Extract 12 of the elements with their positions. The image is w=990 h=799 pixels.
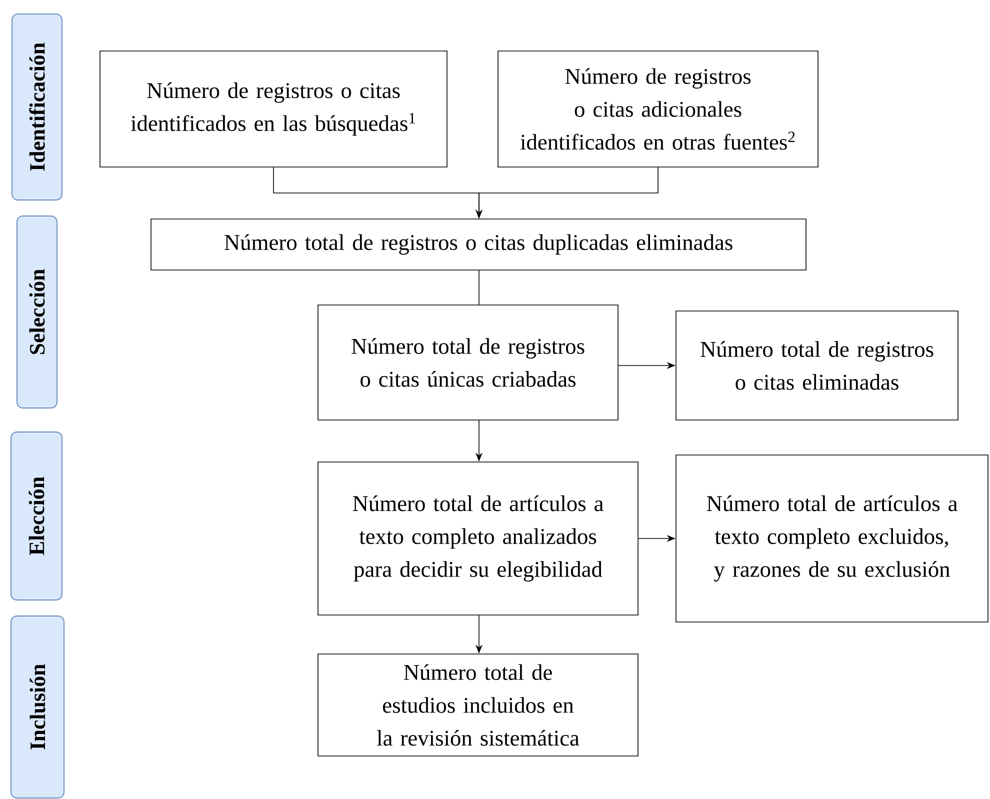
stage-tab: Identificación (12, 14, 62, 200)
process-box: Número total de artículos a texto completo analizados para decidir su elegibilidad (318, 462, 638, 616)
stage-tab: Selección (16, 216, 58, 408)
stage-tab: Inclusión (10, 616, 64, 798)
process-box: Número de registros o citas identificados en las búsquedas$^{1}$ (100, 50, 448, 168)
process-box: Número total de registros o citas duplicadas eliminadas (150, 218, 806, 270)
stage-tab: Elección (10, 432, 62, 600)
process-box: Número total de estudios incluidos en la revisión sistemática (318, 654, 638, 756)
process-box: Número total de artículos a texto completo excluidos, y razones de su exclusión (676, 454, 988, 622)
process-box: Número total de registros o citas eliminadas (676, 310, 958, 420)
process-box: Número total de registros o citas únicas criabadas (318, 304, 618, 420)
process-box: Número de registros o citas adicionales identificados en otras fuentes$^{2}$ (498, 50, 818, 168)
